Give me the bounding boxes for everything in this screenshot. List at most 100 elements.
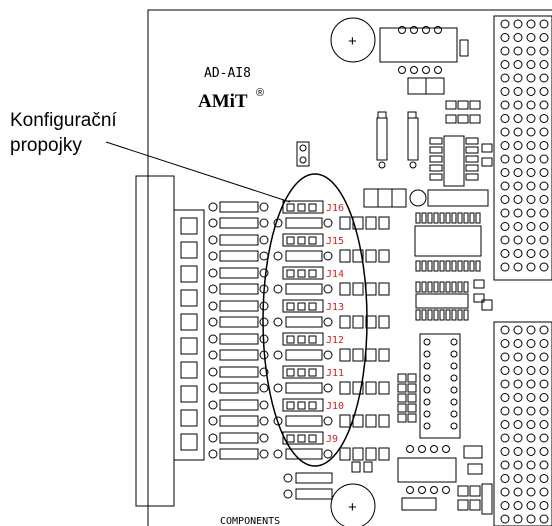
via-hole [526, 393, 536, 402]
ic-pin [433, 309, 439, 321]
smd-pad [352, 348, 364, 362]
via-hole [500, 352, 510, 362]
smd-pad [339, 447, 351, 461]
resistor-body [285, 448, 323, 460]
smd-pad [365, 216, 377, 230]
resistor-body [219, 201, 259, 213]
smd-pad [365, 348, 377, 362]
mid-long-part [427, 189, 489, 207]
smd-pad [352, 381, 364, 395]
callout-leader-line [105, 141, 291, 203]
resistor-pad [259, 367, 269, 377]
ic-pin [421, 212, 427, 224]
via-hole [513, 249, 523, 258]
ic-pin [451, 309, 457, 321]
resistor-pad [208, 218, 218, 228]
via-hole [539, 235, 549, 245]
jumper-header [282, 365, 324, 379]
capacitor-top-plus: + [348, 33, 357, 50]
resistor-pad [259, 334, 269, 344]
via-hole [500, 249, 510, 258]
ic-pin [442, 445, 450, 453]
ic-pin [427, 260, 433, 272]
via-hole [513, 235, 523, 245]
via-hole [500, 46, 510, 56]
connector-pin [180, 337, 198, 355]
via-hole [539, 406, 549, 416]
ic-pin [406, 445, 414, 453]
smd-pad [469, 499, 481, 511]
via-hole [513, 154, 523, 164]
smd-pad [407, 413, 417, 423]
ic-pin [427, 212, 433, 224]
ic-pin [451, 212, 457, 224]
via-hole [526, 487, 536, 497]
ic-pin [442, 486, 450, 494]
ic-pin [423, 398, 431, 406]
smd-pad [481, 143, 493, 153]
via-hole [500, 168, 510, 177]
via-hole [526, 433, 536, 443]
smd-pad [365, 249, 377, 263]
ic-pin [423, 338, 431, 346]
via-hole [539, 168, 549, 177]
ic-pin [457, 212, 463, 224]
via-hole [539, 127, 549, 137]
ic-pin [410, 26, 418, 34]
smd-pad [397, 383, 407, 393]
via-hole [513, 141, 523, 150]
via-hole [513, 379, 523, 389]
jumper-header [282, 266, 324, 280]
resistor-pad [208, 383, 218, 393]
capacitor-bottom [330, 483, 376, 526]
via-hole [513, 181, 523, 191]
resistor-pad [273, 383, 283, 393]
via-hole [500, 208, 510, 218]
resistor-pad [259, 350, 269, 360]
board-logo: AMiT [198, 91, 248, 112]
resistor-pad [409, 161, 417, 169]
via-hole [526, 154, 536, 164]
resistor-pad [208, 367, 218, 377]
via-hole [539, 87, 549, 96]
resistor-pad [259, 202, 269, 212]
resistor-pad [259, 400, 269, 410]
components-label: COMPONENTS [220, 516, 280, 526]
smd-pad [397, 413, 407, 423]
via-hole [526, 87, 536, 96]
ic-soic-2 [415, 293, 469, 309]
via-hole [500, 154, 510, 164]
via-hole [500, 379, 510, 389]
smd-pad [469, 100, 481, 110]
resistor-body [219, 217, 259, 229]
via-hole [539, 46, 549, 56]
via-hole [526, 249, 536, 258]
resistor-body [219, 366, 259, 378]
via-hole [539, 339, 549, 348]
ic-pin [434, 26, 442, 34]
ic-pin [439, 260, 445, 272]
resistor-pad [273, 218, 283, 228]
via-hole [539, 379, 549, 389]
jumper-pin [297, 302, 306, 311]
ic-pin [434, 66, 442, 74]
smd-pad [339, 282, 351, 296]
resistor-pad [259, 301, 269, 311]
via-hole [539, 447, 549, 456]
via-hole [526, 33, 536, 42]
via-hole [526, 60, 536, 69]
jumper-pin [297, 269, 306, 278]
smd-pad [378, 414, 390, 428]
smd-pad [407, 393, 417, 403]
via-hole [539, 393, 549, 402]
via-hole [513, 487, 523, 497]
ic-pad [429, 155, 443, 163]
ic-pin [415, 281, 421, 293]
via-hole [539, 141, 549, 150]
ic-pin [423, 374, 431, 382]
resistor-pad [208, 416, 218, 426]
smd-pad [481, 299, 493, 311]
via-hole [513, 87, 523, 96]
ic-pin [451, 281, 457, 293]
ic-pin [410, 66, 418, 74]
